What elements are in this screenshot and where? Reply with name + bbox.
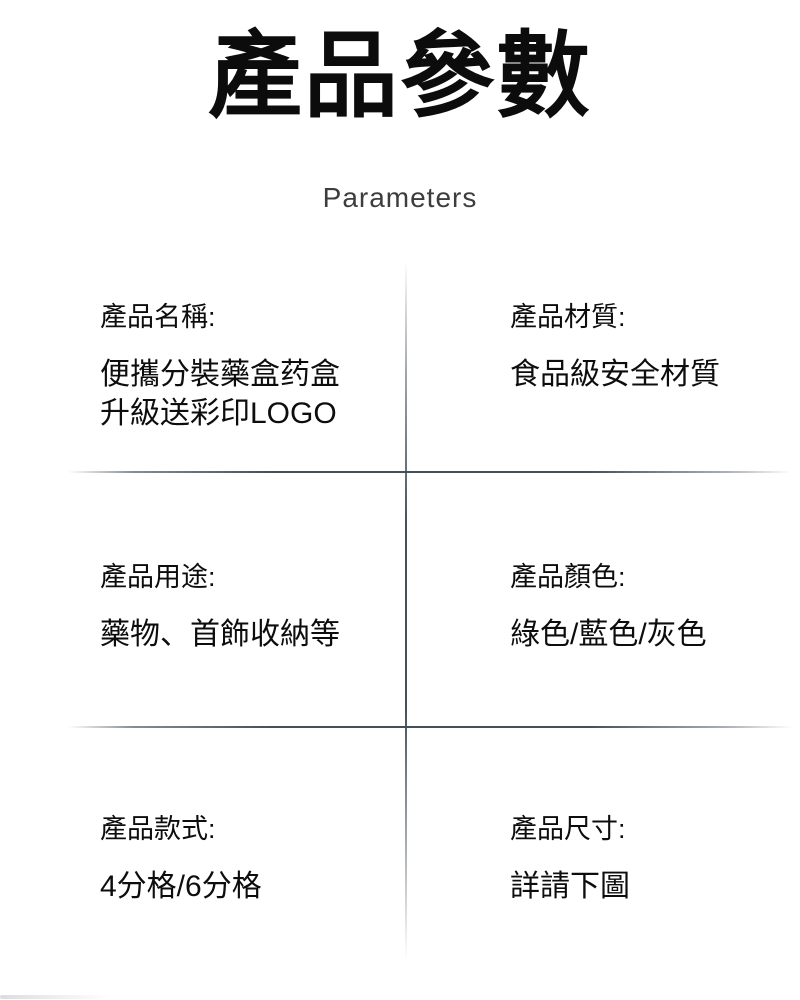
param-cell-usage: 產品用途: 藥物、首飾收納等 [100,560,400,654]
param-value-line: 4分格/6分格 [100,870,262,903]
horizontal-divider-1 [68,471,792,473]
param-label: 產品材質: [510,302,626,332]
param-value-line: 升級送彩印LOGO [100,397,337,430]
param-value: 綠色/藍色/灰色 [510,615,790,654]
param-label: 產品顏色: [510,562,626,592]
param-cell-size: 產品尺寸: 詳請下圖 [510,812,790,906]
param-value: 便攜分裝藥盒药盒 升級送彩印LOGO [100,355,400,433]
param-value: 藥物、首飾收納等 [100,615,400,654]
page-subtitle: Parameters [322,182,478,213]
param-label: 產品尺寸: [510,814,626,844]
param-value-line: 詳請下圖 [510,870,630,903]
horizontal-divider-2 [68,726,792,728]
param-value: 4分格/6分格 [100,867,400,906]
param-value: 食品級安全材質 [510,355,790,394]
param-value-line: 綠色/藍色/灰色 [510,618,707,651]
param-label: 產品名稱: [100,302,216,332]
param-value-line: 便攜分裝藥盒药盒 [100,358,340,391]
param-value-line: 食品級安全材質 [510,358,720,391]
param-value-line: 藥物、首飾收納等 [100,618,340,651]
page-title: 產品參數 [207,23,592,128]
param-cell-style: 產品款式: 4分格/6分格 [100,812,400,906]
param-cell-material: 產品材質: 食品級安全材質 [510,300,790,394]
param-label: 產品用途: [100,562,216,592]
param-cell-color: 產品顏色: 綠色/藍色/灰色 [510,560,790,654]
vertical-divider [405,260,407,960]
param-value: 詳請下圖 [510,867,790,906]
param-cell-product-name: 產品名稱: 便攜分裝藥盒药盒 升級送彩印LOGO [100,300,400,433]
bottom-left-smudge [0,995,112,999]
param-label: 產品款式: [100,814,216,844]
